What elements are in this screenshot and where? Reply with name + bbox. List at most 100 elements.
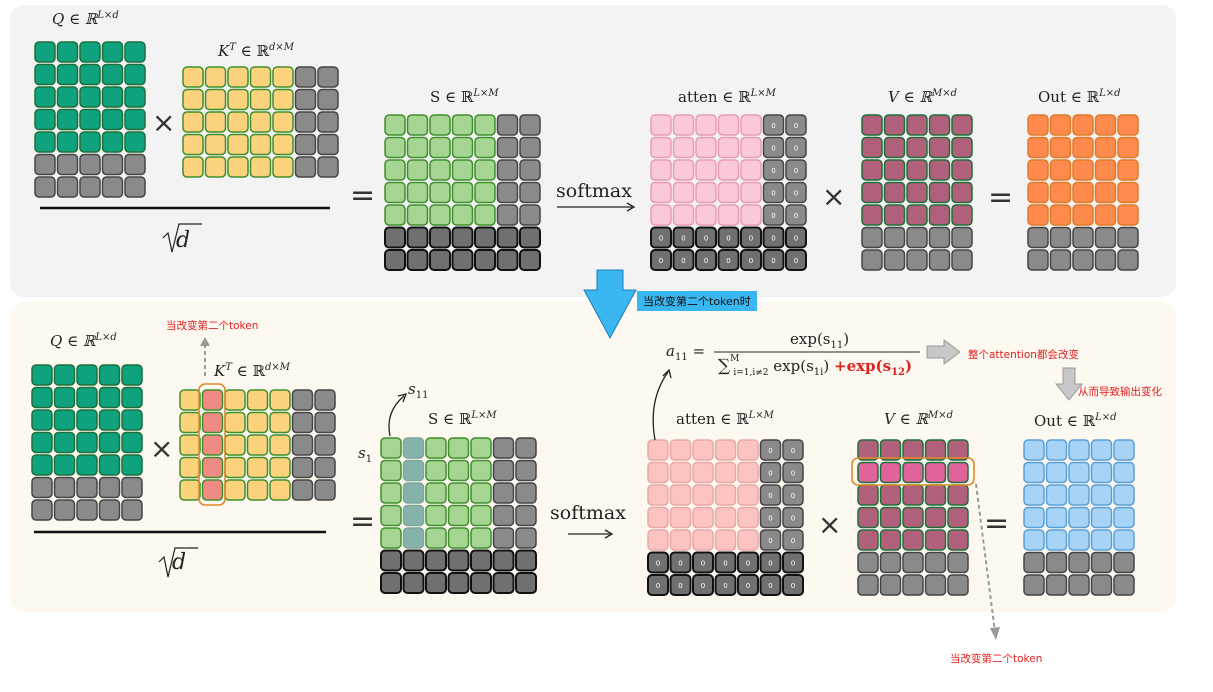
- top-s-cell: [384, 226, 406, 249]
- top-atten-zero-label: 0: [681, 257, 685, 265]
- top-atten-zero-label: 0: [771, 167, 775, 175]
- top-v-cell: [883, 114, 906, 136]
- top-out-cell: [1117, 226, 1139, 249]
- top-kt-cell: [249, 88, 272, 111]
- bottom-times-qk: ×: [150, 432, 174, 465]
- bottom-atten-cell: [647, 506, 669, 529]
- top-out-cell: [1094, 159, 1117, 181]
- top-out-cell: [1094, 204, 1117, 226]
- bottom-sqrt-d: d: [172, 550, 187, 575]
- bottom-atten-zero-label: 0: [791, 470, 795, 478]
- top-atten-cell: [695, 181, 717, 204]
- bottom-s-cell: [425, 482, 447, 504]
- top-s-cell: [474, 249, 496, 271]
- top-s-cell: [429, 204, 451, 226]
- top-q-cell: [79, 41, 101, 63]
- bottom-q-cell: [76, 476, 98, 499]
- top-atten-cell: [762, 249, 785, 271]
- bottom-out-cell: [1068, 529, 1090, 551]
- top-q-cell: [101, 131, 124, 153]
- top-s-label: S ∈ ℝL×M: [430, 88, 499, 106]
- top-sqrt-sign: [162, 223, 202, 253]
- bottom-atten-cell: [669, 529, 692, 551]
- top-kt-cell: [227, 66, 249, 88]
- top-atten-zero-label: 0: [749, 257, 753, 265]
- change-second-token-banner: 当改变第二个token时: [637, 291, 757, 311]
- bottom-v-cell: [947, 484, 969, 506]
- top-out-cell: [1072, 249, 1094, 271]
- top-kt-cell: [294, 133, 317, 156]
- top-kt-cell: [294, 88, 317, 111]
- top-v-cell: [906, 159, 928, 181]
- bottom-atten-zero-label: 0: [768, 492, 772, 500]
- bottom-kt-cell: [179, 411, 201, 434]
- bottom-s-cell: [380, 527, 402, 549]
- top-q-cell: [101, 176, 124, 198]
- top-out-cell: [1027, 226, 1049, 249]
- top-v-cell: [906, 114, 928, 136]
- top-atten-cell: [762, 114, 785, 136]
- bottom-q-cell: [76, 409, 98, 431]
- top-kt-cell: [227, 88, 249, 111]
- top-kt-cell: [204, 133, 227, 156]
- bottom-atten-cell: [782, 484, 804, 506]
- bottom-atten-zero-label: 0: [746, 582, 750, 590]
- top-q-cell: [124, 63, 146, 86]
- bottom-v-cell: [879, 461, 902, 484]
- top-atten-cell: [740, 226, 762, 249]
- top-kt-cell: [204, 66, 227, 88]
- bottom-atten-cell: [669, 439, 692, 461]
- bottom-out-cell: [1045, 484, 1068, 506]
- bottom-kt-cell: [224, 456, 246, 479]
- top-kt-cell: [249, 111, 272, 133]
- top-v-cell: [906, 181, 928, 204]
- top-atten-cell: [785, 159, 807, 181]
- bottom-q-cell: [98, 499, 121, 521]
- top-kt-cell: [227, 111, 249, 133]
- kt-change-note: 当改变第二个token: [166, 320, 259, 332]
- bottom-q-cell: [121, 409, 143, 431]
- bottom-s-cell: [470, 504, 492, 527]
- bottom-s-cell: [447, 459, 470, 482]
- bottom-v-cell: [902, 506, 924, 529]
- bottom-kt-cell: [224, 411, 246, 434]
- top-s-cell: [474, 114, 496, 136]
- bottom-out-cell: [1113, 506, 1135, 529]
- bottom-kt-cell: [224, 389, 246, 411]
- top-atten-cell: [672, 249, 695, 271]
- top-q-cell: [34, 153, 56, 176]
- top-q-cell: [79, 131, 101, 153]
- top-v-cell: [861, 136, 883, 159]
- top-out-cell: [1072, 114, 1094, 136]
- bottom-atten-cell: [782, 551, 804, 574]
- top-kt-cell: [272, 156, 294, 178]
- bottom-s-cell: [425, 459, 447, 482]
- top-out-cell: [1072, 204, 1094, 226]
- bottom-s-cell: [380, 572, 402, 594]
- bottom-s-cell: [402, 504, 425, 527]
- bottom-q-cell: [98, 409, 121, 431]
- top-q-cell: [56, 176, 79, 198]
- top-kt-cell: [182, 88, 204, 111]
- top-out-cell: [1117, 159, 1139, 181]
- top-v-cell: [861, 204, 883, 226]
- bottom-s-cell: [380, 459, 402, 482]
- bottom-atten-zero-label: 0: [791, 537, 795, 545]
- bottom-atten-zero-label: 0: [656, 582, 660, 590]
- bottom-kt-cell: [269, 411, 291, 434]
- bottom-atten-zero-label: 0: [768, 470, 772, 478]
- top-atten-cell: [650, 226, 672, 249]
- top-atten-cell: [740, 159, 762, 181]
- bottom-v-cell: [879, 574, 902, 596]
- top-atten-cell: [672, 114, 695, 136]
- bottom-kt-cell: [246, 456, 269, 479]
- top-atten-cell: [695, 226, 717, 249]
- bottom-atten-cell: [692, 574, 714, 596]
- top-q-cell: [124, 153, 146, 176]
- bottom-kt-cell: [314, 434, 336, 456]
- bottom-q-cell: [121, 476, 143, 499]
- top-kt-cell: [182, 66, 204, 88]
- bottom-kt-cell: [201, 434, 224, 456]
- bottom-out-cell: [1023, 461, 1045, 484]
- top-equals-s: =: [350, 178, 376, 213]
